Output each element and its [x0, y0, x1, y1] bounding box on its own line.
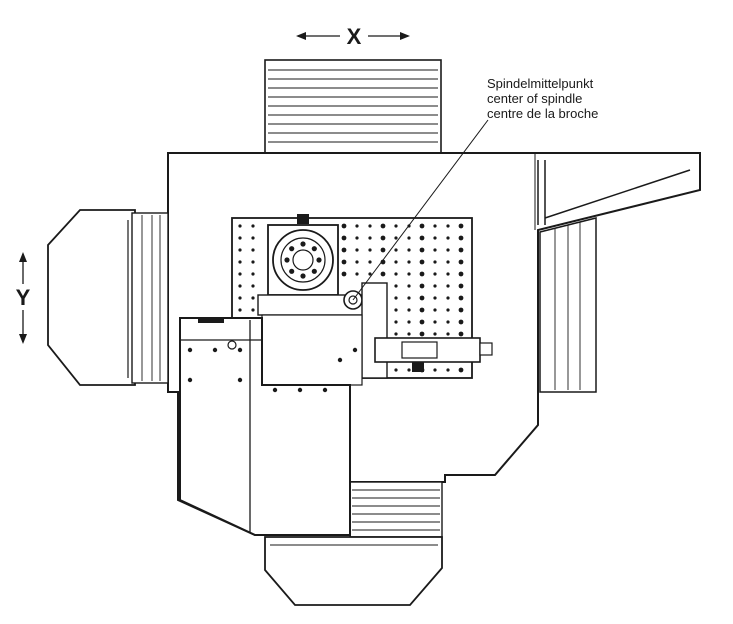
rotary-chuck	[267, 214, 339, 296]
x-axis-indicator: X	[296, 24, 410, 49]
spindle-carriage	[257, 282, 388, 386]
callout-line-de: Spindelmittelpunkt	[487, 76, 594, 91]
left-motor	[47, 209, 169, 386]
x-axis-label: X	[347, 24, 362, 49]
callout-line-fr: centre de la broche	[487, 106, 598, 121]
right-bellows	[539, 217, 597, 393]
y-axis-label: Y	[16, 285, 31, 310]
spindle-center-callout: Spindelmittelpunkt center of spindle cen…	[352, 76, 598, 301]
front-guard	[179, 317, 358, 536]
bottom-bellows-and-motor	[264, 481, 443, 606]
callout-line-en: center of spindle	[487, 91, 582, 106]
y-axis-indicator: Y	[16, 252, 31, 344]
top-bellows-cover	[264, 59, 442, 154]
side-clamp	[374, 337, 493, 372]
